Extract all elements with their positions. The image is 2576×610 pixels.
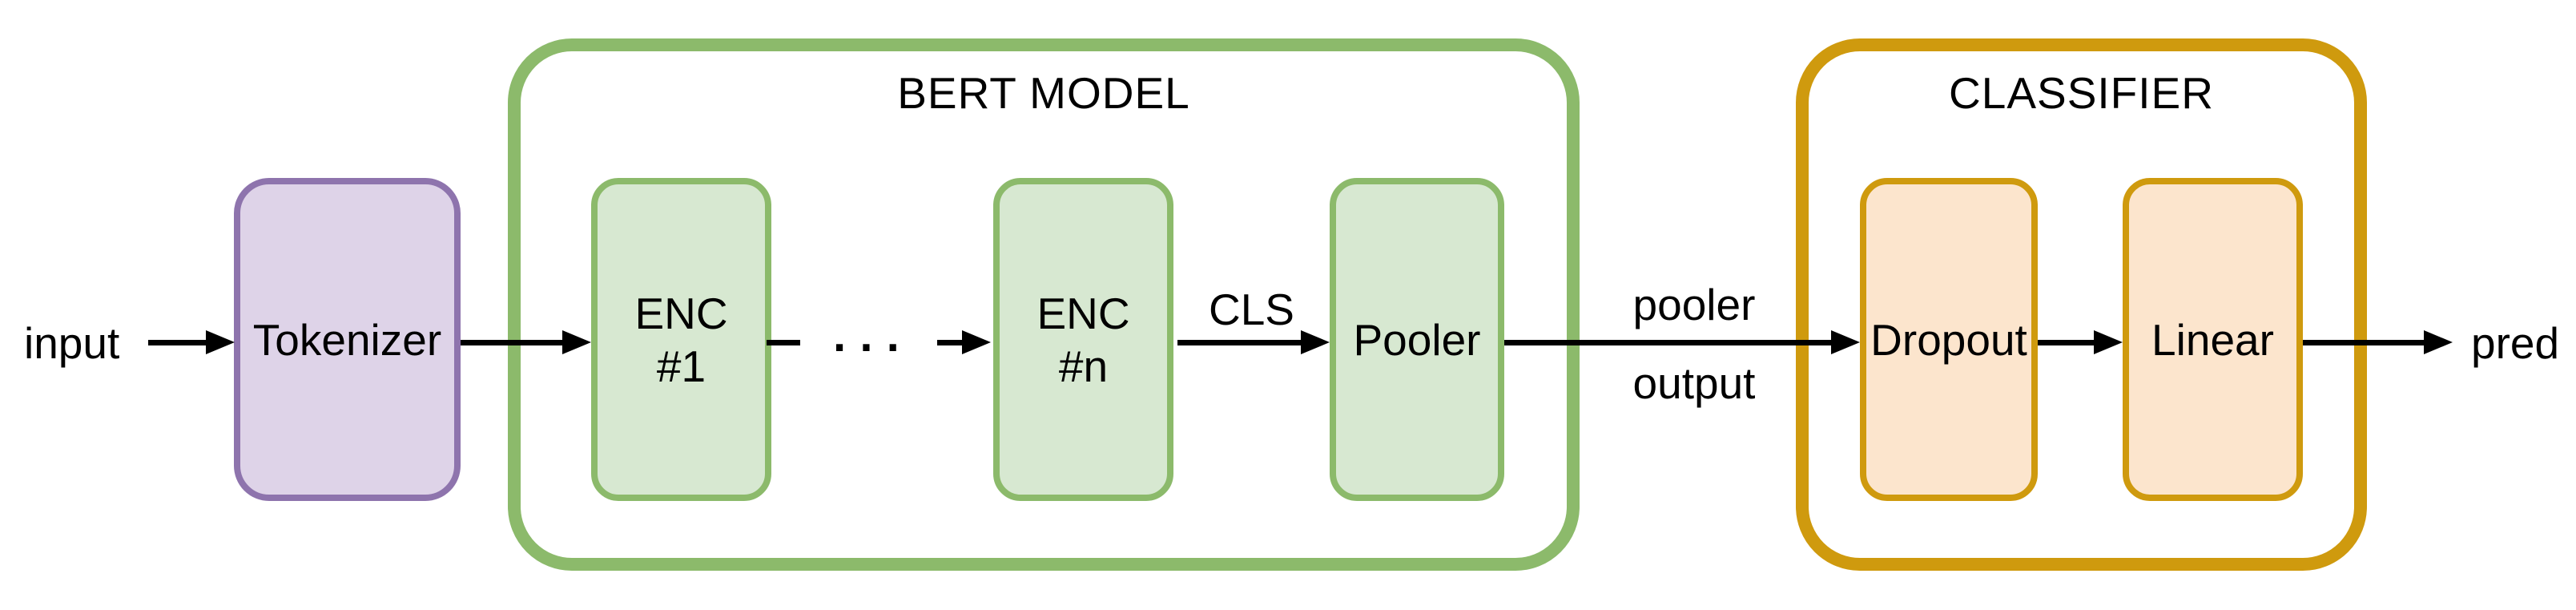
tokenizer-node: Tokenizer <box>234 178 461 501</box>
cls-edge-label: CLS <box>1209 285 1294 334</box>
arrow-shaft <box>2303 340 2427 345</box>
pred-label: pred <box>2471 318 2560 368</box>
arrow-shaft <box>2038 340 2097 345</box>
enc-1-node: ENC #1 <box>591 178 771 501</box>
pooler-output-label-line1: pooler <box>1632 280 1756 329</box>
arrowhead-icon <box>2094 330 2123 354</box>
input-label: input <box>24 318 120 368</box>
arrow-input-to-tokenizer <box>148 330 235 354</box>
bert-model-container <box>508 38 1580 571</box>
arrowhead-icon <box>562 330 591 354</box>
dropout-label: Dropout <box>1870 314 2027 365</box>
arrow-linear-to-pred <box>2303 330 2453 354</box>
arrowhead-icon <box>962 330 991 354</box>
arrowhead-icon <box>206 330 235 354</box>
enc-1-label-line2: #1 <box>656 341 706 391</box>
arrow-pooler-to-dropout <box>1504 330 1860 354</box>
dropout-node: Dropout <box>1860 178 2038 501</box>
enc-1-label-line1: ENC <box>634 288 728 338</box>
arrow-dots-to-encn <box>937 330 991 354</box>
arrow-dropout-to-linear <box>2038 330 2123 354</box>
classifier-container <box>1796 38 2367 571</box>
enc-n-node: ENC #n <box>993 178 1173 501</box>
arrow-shaft <box>1177 340 1304 345</box>
pooler-label: Pooler <box>1353 314 1481 365</box>
arrow-shaft <box>461 340 566 345</box>
bert-model-title: BERT MODEL <box>897 68 1190 118</box>
arrowhead-icon <box>2424 330 2453 354</box>
arrowhead-icon <box>1831 330 1860 354</box>
arrowhead-icon <box>1301 330 1330 354</box>
arrow-shaft <box>148 340 209 345</box>
enc-n-label-line2: #n <box>1058 341 1109 391</box>
linear-label: Linear <box>2151 314 2274 365</box>
linear-node: Linear <box>2123 178 2303 501</box>
tokenizer-label: Tokenizer <box>252 314 442 365</box>
arrow-encn-to-pooler <box>1177 330 1330 354</box>
pooler-node: Pooler <box>1330 178 1504 501</box>
arrow-shaft <box>1504 340 1834 345</box>
connector-dash <box>767 340 800 345</box>
enc-n-label-line1: ENC <box>1036 288 1130 338</box>
ellipsis-dots: ··· <box>833 321 913 374</box>
classifier-title: CLASSIFIER <box>1949 68 2214 118</box>
pooler-output-label-line2: output <box>1632 358 1756 408</box>
arrow-tokenizer-to-enc1 <box>461 330 591 354</box>
arrow-shaft <box>937 340 965 345</box>
